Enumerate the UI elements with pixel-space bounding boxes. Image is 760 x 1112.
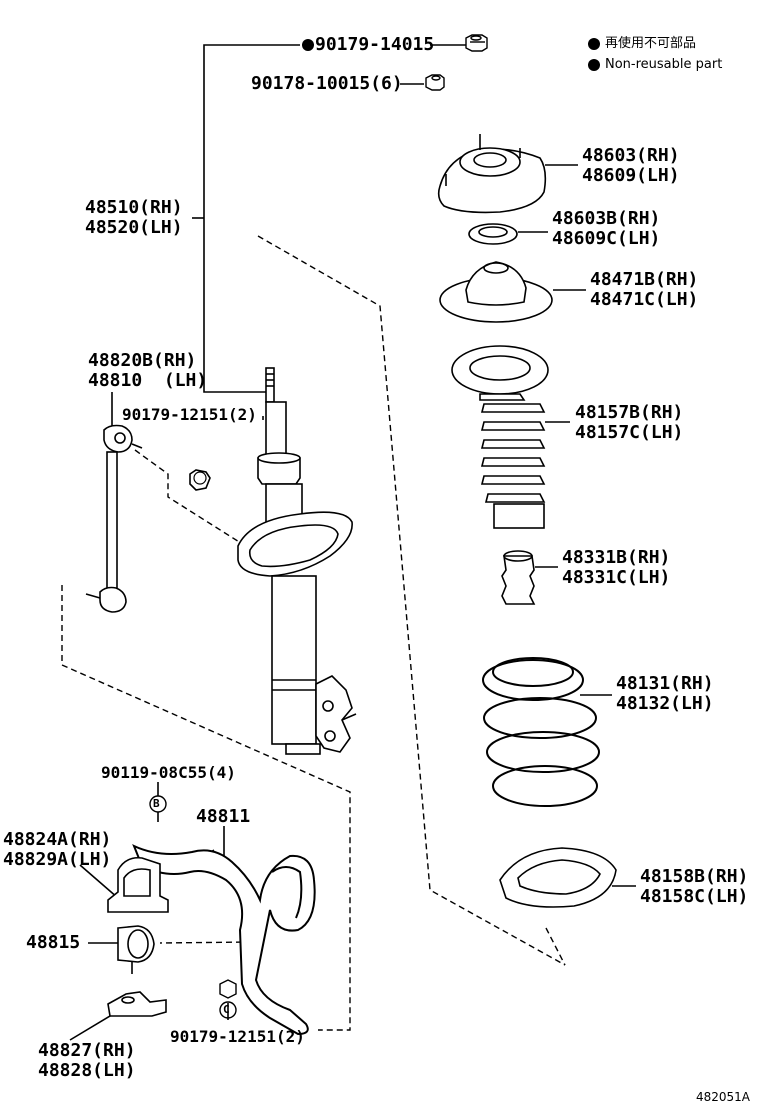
label-clamp-rh: 48827(RH): [38, 1040, 136, 1061]
label-link-rh: 48820B(RH): [88, 350, 197, 371]
label-nut-top: 90179-14015: [315, 34, 435, 55]
label-bumper-lh: 48331C(LH): [562, 567, 671, 588]
label-bumper-rh: 48331B(RH): [562, 547, 671, 568]
stab-bushing: [117, 925, 155, 974]
lower-insulator: [499, 847, 617, 908]
dust-boot: [451, 345, 549, 529]
link-nut-marker-circle: [193, 471, 207, 485]
upper-mount: [437, 134, 547, 214]
label-link-nut: 90179-12151(2): [122, 405, 257, 424]
label-strut-lh: 48520(LH): [85, 217, 183, 238]
label-link-lh: 48810 (LH): [88, 370, 208, 391]
leader-bracket: [79, 864, 119, 899]
marker-bolt-b: B: [153, 797, 160, 810]
stab-bracket: [107, 856, 169, 913]
legend-dot-en: [588, 59, 600, 71]
label-seat-rh: 48471B(RH): [590, 269, 699, 290]
stabilizer-link: [85, 424, 211, 613]
label-bushing: 48815: [26, 932, 81, 953]
figure-id: 482051A: [696, 1090, 751, 1104]
label-spring-lh: 48132(LH): [616, 693, 714, 714]
upper-spring-seat: [439, 261, 553, 323]
bolt-marker-circle: [149, 795, 167, 813]
bump-stopper: [501, 550, 536, 605]
label-stabilizer-bar: 48811: [196, 806, 251, 827]
label-insulator-lh: 48158C(LH): [640, 886, 749, 907]
leader-strut-bracket: [203, 44, 300, 393]
nut-small-part: [425, 74, 445, 91]
label-bracket-lh: 48829A(LH): [3, 849, 112, 870]
label-insulator-rh: 48158B(RH): [640, 866, 749, 887]
nut-top-part: [465, 34, 488, 52]
stabilizer-bar: [132, 844, 316, 1036]
label-bracket-rh: 48824A(RH): [3, 829, 112, 850]
label-bearing-lh: 48609C(LH): [552, 228, 661, 249]
label-boot-rh: 48157B(RH): [575, 402, 684, 423]
label-bar-nut: 90179-12151(2): [170, 1027, 305, 1046]
label-clamp-lh: 48828(LH): [38, 1060, 136, 1081]
label-mount-lh: 48609(LH): [582, 165, 680, 186]
legend-dot-jp: [588, 38, 600, 50]
label-strut-rh: 48510(RH): [85, 197, 183, 218]
stab-clamp: [107, 991, 167, 1017]
marker-bar-nut-c: C: [223, 1003, 230, 1016]
label-spring-rh: 48131(RH): [616, 673, 714, 694]
legend-text-jp: 再使用不可部品: [605, 36, 697, 51]
label-seat-lh: 48471C(LH): [590, 289, 699, 310]
leader-lines: [69, 44, 636, 1041]
label-bolt: 90119-08C55(4): [101, 763, 236, 782]
coil-spring: [482, 657, 600, 807]
label-boot-lh: 48157C(LH): [575, 422, 684, 443]
bar-nut-marker-circle: [219, 1001, 237, 1019]
label-mount-rh: 48603(RH): [582, 145, 680, 166]
legend-text-en: Non-reusable part: [605, 57, 723, 72]
strut-assembly: [237, 367, 357, 755]
label-bearing-rh: 48603B(RH): [552, 208, 661, 229]
bearing: [468, 223, 518, 245]
label-nut-small: 90178-10015(6): [251, 73, 403, 94]
bar-nut: [219, 979, 237, 999]
non-reusable-dot: [302, 39, 314, 51]
